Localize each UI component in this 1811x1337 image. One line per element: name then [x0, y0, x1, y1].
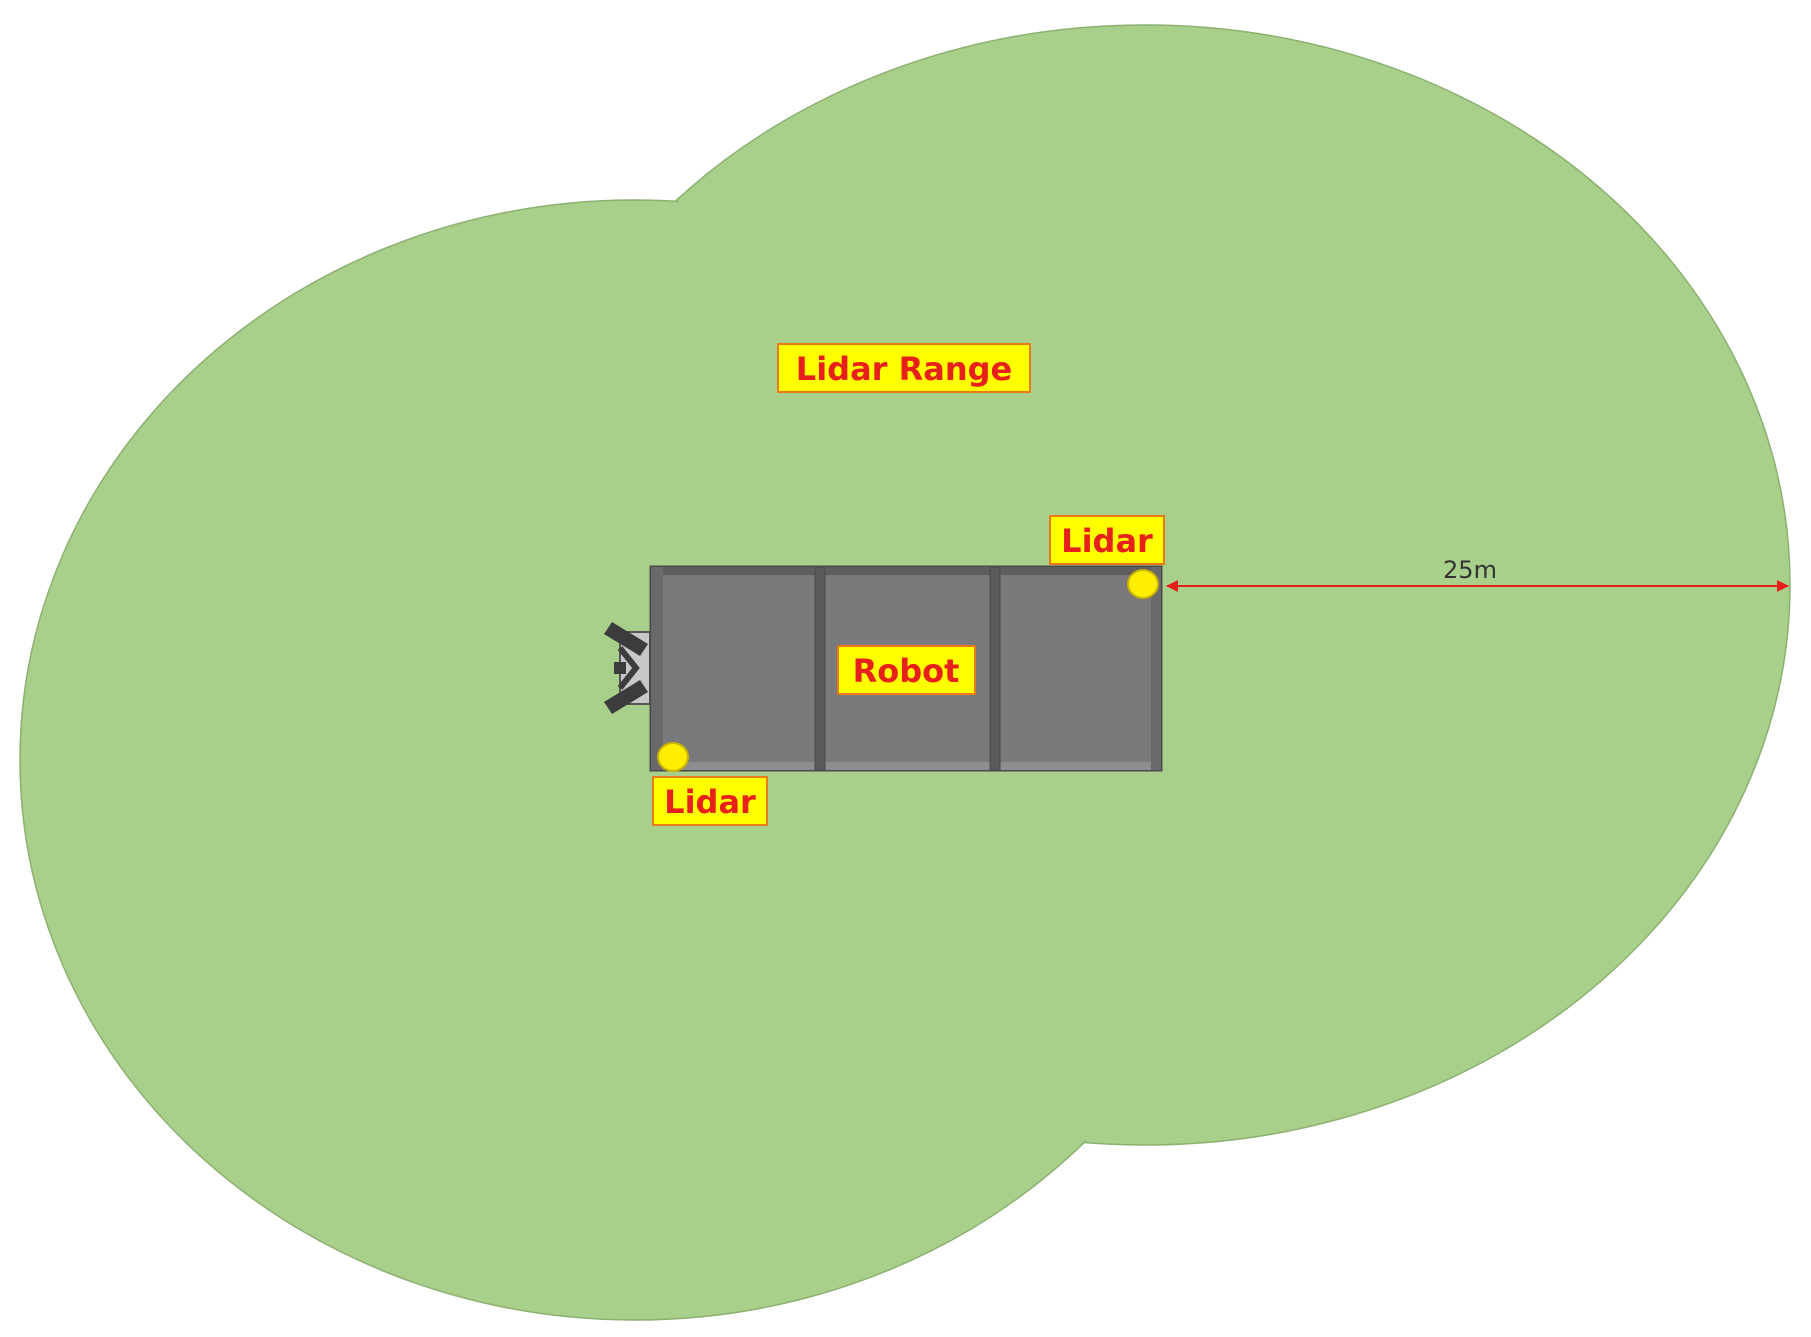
lidar-sensor-top — [1127, 569, 1159, 599]
robot-tag: Robot — [837, 645, 976, 695]
lidar-sensor-bottom — [657, 742, 689, 772]
lidar-top-tag: Lidar — [1049, 515, 1165, 565]
robot-label: Robot — [853, 652, 960, 690]
lidar-bottom-tag: Lidar — [652, 776, 768, 826]
lidar-bottom-label: Lidar — [664, 783, 756, 821]
distance-label: 25m — [1443, 556, 1497, 584]
lidar-top-label: Lidar — [1061, 522, 1153, 560]
lidar-range-label: Lidar Range — [796, 350, 1012, 388]
lidar-range-tag: Lidar Range — [777, 343, 1031, 393]
range-dimension: 25m — [1166, 556, 1789, 592]
